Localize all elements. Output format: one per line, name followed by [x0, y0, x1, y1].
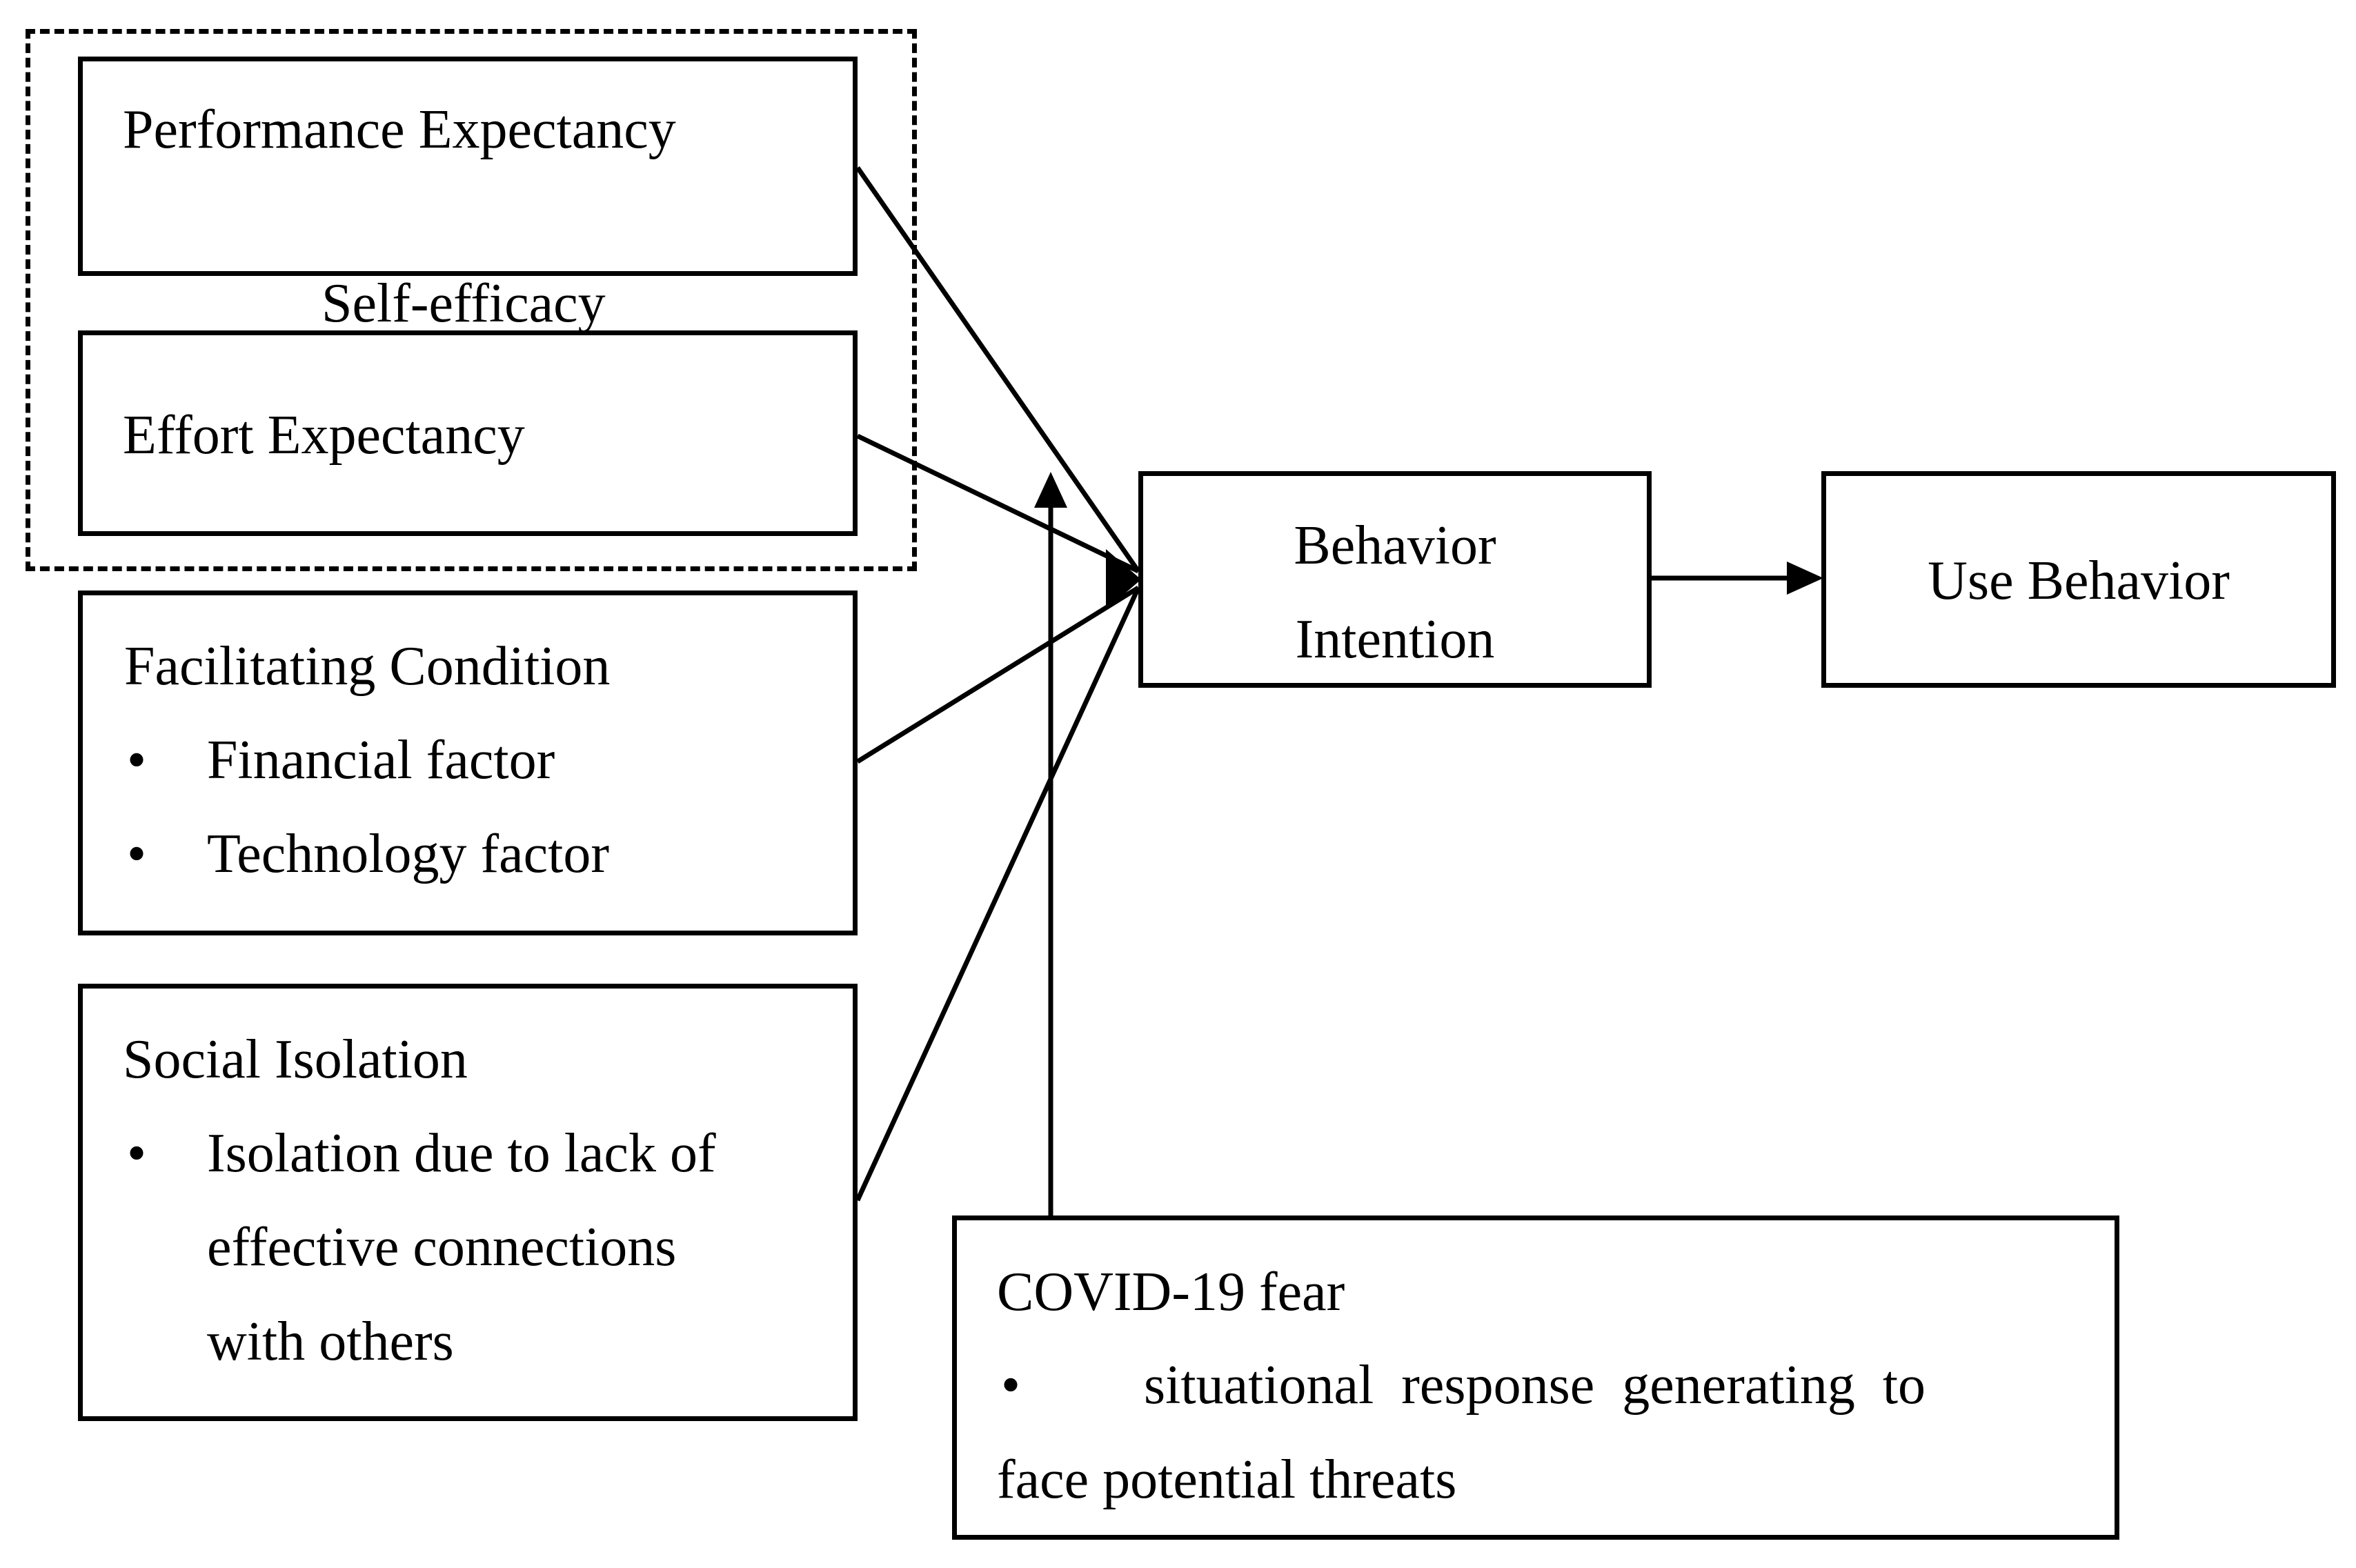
effort-expectancy-box	[78, 330, 858, 536]
bullet-icon: •	[1001, 1355, 1021, 1416]
social-isolation-bullet-line2: effective connections	[207, 1217, 677, 1278]
covid-fear-bullet-line1: situational response generating to	[1144, 1355, 1926, 1416]
covid-fear-bullet-line2: face potential threats	[997, 1449, 1457, 1510]
financial-factor-item: Financial factor	[207, 730, 555, 791]
use-behavior-box	[1821, 471, 2336, 688]
arrowhead-use-icon	[1787, 562, 1823, 595]
facilitating-condition-label: Facilitating Condition	[124, 636, 611, 697]
use-behavior-label: Use Behavior	[1928, 550, 2230, 611]
covid-fear-box	[952, 1215, 2119, 1540]
arrowhead-moderation-icon	[1034, 472, 1067, 508]
effort-expectancy-label: Effort Expectancy	[123, 405, 525, 466]
covid-fear-label: COVID-19 fear	[997, 1262, 1345, 1322]
bullet-icon: •	[127, 1123, 147, 1184]
facilitating-condition-box	[78, 591, 858, 935]
edge-social-to-intention	[855, 586, 1141, 1202]
arrowhead-intention-icon	[1106, 549, 1141, 610]
technology-factor-item: Technology factor	[207, 824, 610, 884]
self-efficacy-group	[26, 29, 917, 571]
social-isolation-label: Social Isolation	[123, 1029, 468, 1090]
behavior-intention-label-line2: Intention	[1295, 609, 1495, 670]
bullet-icon: •	[127, 730, 147, 791]
performance-expectancy-box	[78, 57, 858, 276]
bullet-icon: •	[127, 824, 147, 884]
edge-effort-to-intention	[856, 433, 1140, 574]
self-efficacy-label: Self-efficacy	[321, 273, 606, 334]
behavior-intention-box	[1138, 471, 1652, 688]
social-isolation-box	[78, 984, 858, 1421]
social-isolation-bullet-line1: Isolation due to lack of	[207, 1123, 716, 1184]
performance-expectancy-label: Performance Expectancy	[123, 99, 676, 160]
behavior-intention-label-line1: Behavior	[1294, 515, 1496, 576]
edge-facilitating-to-intention	[856, 586, 1140, 764]
social-isolation-bullet-line3: with others	[207, 1311, 454, 1372]
edge-performance-to-intention	[855, 166, 1140, 573]
